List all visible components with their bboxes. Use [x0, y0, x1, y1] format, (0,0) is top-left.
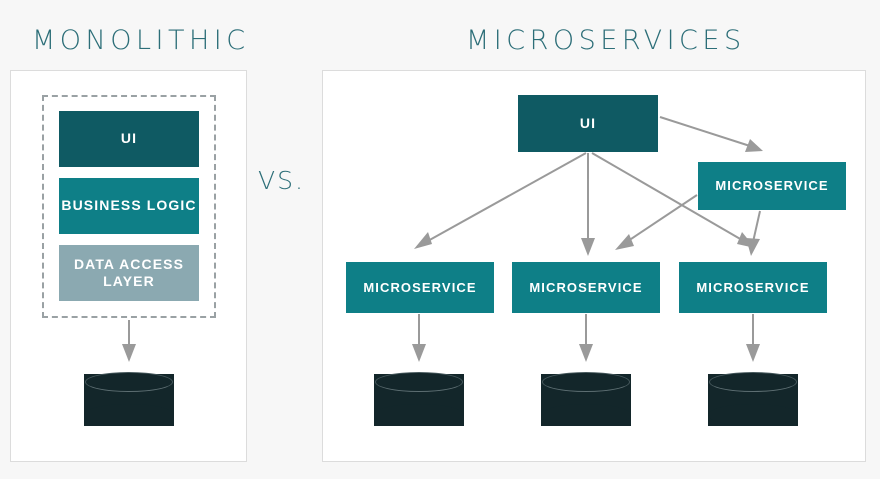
cylinder-rim [542, 372, 630, 392]
monolithic-title: MONOLITHIC [32, 25, 250, 56]
monolith-layer-business-logic[interactable]: BUSINESS LOGIC [59, 178, 199, 234]
microservice-box-bottom-right[interactable]: MICROSERVICE [679, 262, 827, 313]
microservice-box-bottom-left[interactable]: MICROSERVICE [346, 262, 494, 313]
cylinder-bottom [84, 404, 174, 426]
cylinder-bottom [541, 404, 631, 426]
microservice-box-bottom-center[interactable]: MICROSERVICE [512, 262, 660, 313]
cylinder-rim [85, 372, 173, 392]
microservice-database-cylinder-3 [708, 364, 798, 436]
arrow-ui-to-microservice-bottom-right [591, 152, 755, 248]
monolith-boundary-dashed [42, 95, 216, 318]
arrow-microservice-bottom-right-to-database [746, 314, 760, 362]
arrow-microservice-upper-right-to-bottom-right [746, 210, 761, 256]
arrow-ui-to-microservice-upper-right [659, 116, 763, 152]
arrow-monolith-to-database [122, 320, 136, 362]
monolith-layer-ui[interactable]: UI [59, 111, 199, 167]
cylinder-bottom [374, 404, 464, 426]
monolith-database-cylinder [84, 364, 174, 436]
arrow-microservice-upper-right-to-bottom-center [615, 194, 698, 250]
cylinder-rim [375, 372, 463, 392]
microservice-database-cylinder-2 [541, 364, 631, 436]
versus-label: VS. [258, 166, 305, 195]
microservices-title: MICROSERVICES [466, 25, 746, 56]
arrow-ui-to-microservice-bottom-left [414, 152, 587, 249]
arrow-microservice-bottom-left-to-database [412, 314, 426, 362]
microservice-box-upper-right[interactable]: MICROSERVICE [698, 162, 846, 210]
cylinder-bottom [708, 404, 798, 426]
microservices-ui-box[interactable]: UI [518, 95, 658, 152]
arrow-ui-to-microservice-bottom-center [581, 153, 595, 256]
arrow-microservice-bottom-center-to-database [579, 314, 593, 362]
monolith-layer-data-access[interactable]: DATA ACCESS LAYER [59, 245, 199, 301]
cylinder-rim [709, 372, 797, 392]
microservice-database-cylinder-1 [374, 364, 464, 436]
